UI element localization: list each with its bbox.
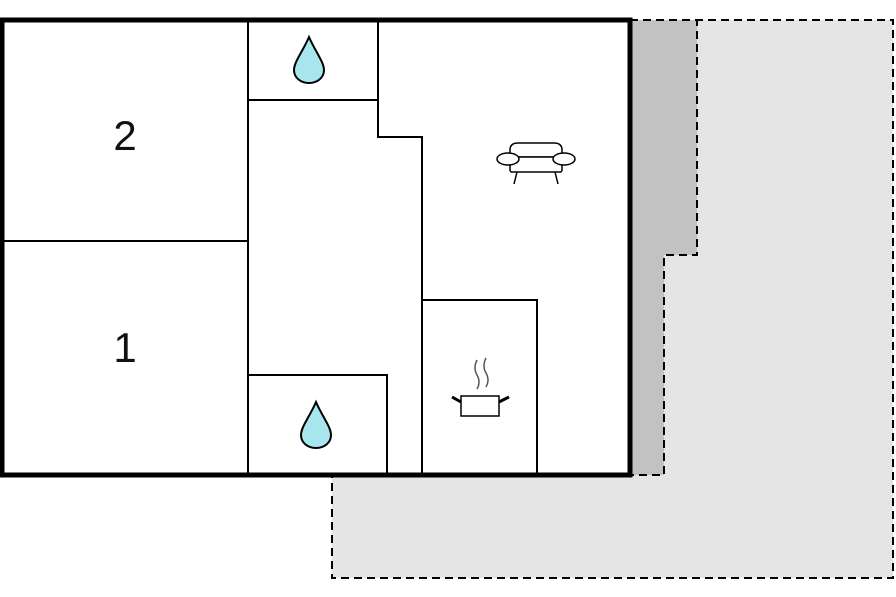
cooking-pot-icon bbox=[451, 357, 510, 417]
water-drop-icon bbox=[292, 34, 326, 85]
water-drop-icon bbox=[299, 399, 333, 450]
interior-walls bbox=[2, 20, 538, 475]
room-number-1: 1 bbox=[113, 324, 136, 371]
house-interior bbox=[2, 20, 630, 475]
sofa-icon bbox=[496, 142, 576, 185]
room-number-2: 2 bbox=[113, 112, 136, 159]
exterior-walls bbox=[0, 17, 633, 478]
